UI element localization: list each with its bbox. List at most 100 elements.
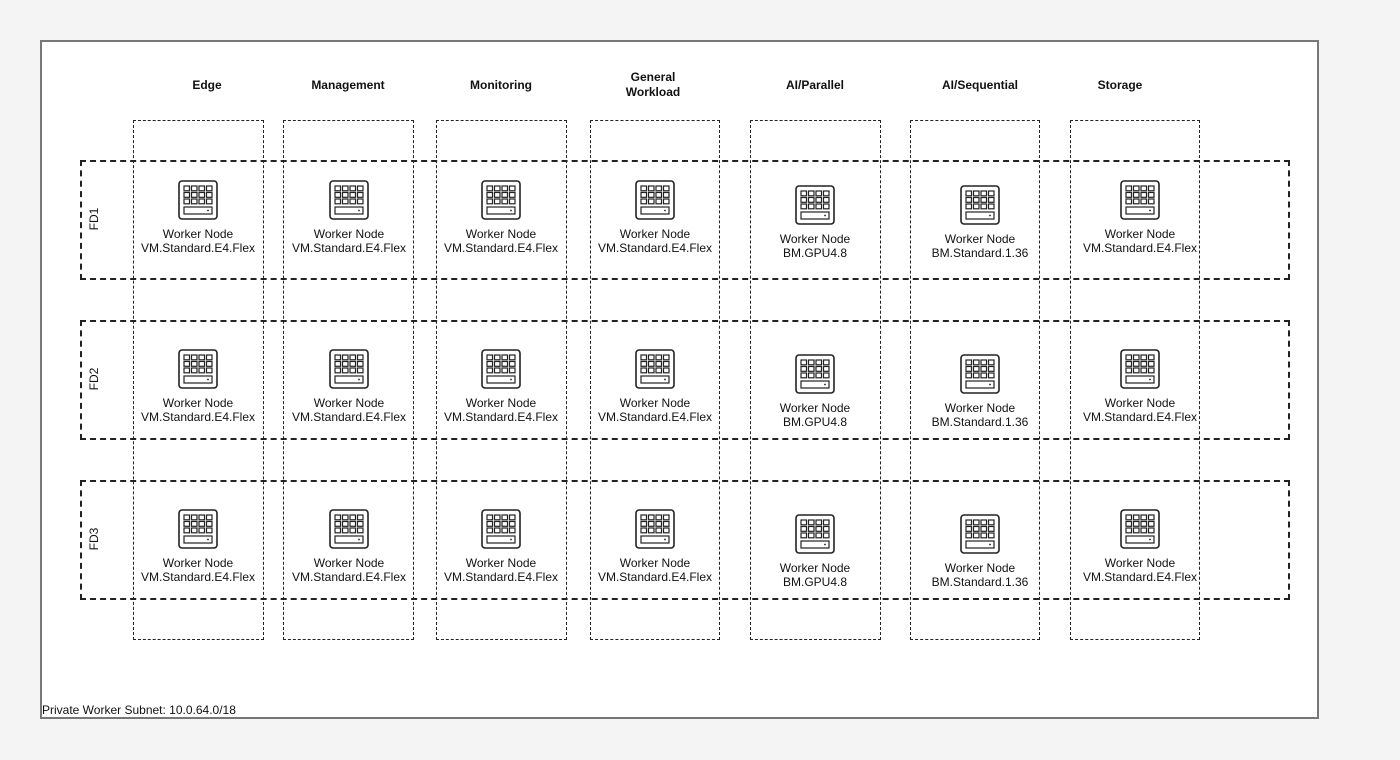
- server-icon: [481, 349, 521, 389]
- server-icon: [795, 185, 835, 225]
- fault-domain-label-fd1: FD1: [87, 207, 101, 231]
- column-header-general-workload-line-2: Workload: [625, 85, 681, 99]
- worker-node-title: Worker Node: [619, 227, 691, 241]
- worker-node-instance-type: VM.Standard.E4.Flex: [443, 570, 559, 584]
- server-icon: [635, 509, 675, 549]
- subnet-label: Private Worker Subnet: 10.0.64.0/18: [42, 703, 236, 717]
- fault-domain-label-fd3: FD3: [87, 527, 101, 551]
- server-icon: [960, 354, 1000, 394]
- worker-node-title: Worker Node: [779, 401, 851, 415]
- worker-node-instance-type: BM.GPU4.8: [782, 415, 848, 429]
- worker-node-title: Worker Node: [162, 556, 234, 570]
- column-header-ai-parallel: AI/Parallel: [785, 78, 845, 92]
- worker-node-instance-type: VM.Standard.E4.Flex: [140, 241, 256, 255]
- worker-node-instance-type: VM.Standard.E4.Flex: [597, 241, 713, 255]
- worker-node-title: Worker Node: [944, 232, 1016, 246]
- server-icon: [1120, 349, 1160, 389]
- column-header-edge: Edge: [192, 78, 222, 92]
- worker-node-instance-type: VM.Standard.E4.Flex: [291, 410, 407, 424]
- server-icon: [481, 180, 521, 220]
- server-icon: [329, 349, 369, 389]
- worker-node-instance-type: VM.Standard.E4.Flex: [1082, 241, 1198, 255]
- fault-domain-box-fd1: [80, 160, 1290, 280]
- column-box-general-workload: [590, 120, 720, 640]
- worker-node-instance-type: VM.Standard.E4.Flex: [443, 241, 559, 255]
- column-header-management: Management: [311, 78, 385, 92]
- worker-node-instance-type: BM.GPU4.8: [782, 575, 848, 589]
- server-icon: [795, 354, 835, 394]
- worker-node-title: Worker Node: [465, 227, 537, 241]
- server-icon: [481, 509, 521, 549]
- column-header-ai-sequential: AI/Sequential: [941, 78, 1018, 92]
- worker-node-title: Worker Node: [619, 396, 691, 410]
- worker-node-title: Worker Node: [1104, 396, 1176, 410]
- worker-node-title: Worker Node: [313, 556, 385, 570]
- column-box-edge: [133, 120, 264, 640]
- column-header-general-workload-line-1: General: [630, 70, 676, 84]
- worker-node-title: Worker Node: [313, 396, 385, 410]
- column-header-storage: Storage: [1097, 78, 1143, 92]
- worker-node-title: Worker Node: [162, 396, 234, 410]
- server-icon: [178, 349, 218, 389]
- server-icon: [635, 180, 675, 220]
- worker-node-title: Worker Node: [465, 396, 537, 410]
- worker-node-title: Worker Node: [1104, 227, 1176, 241]
- column-box-monitoring: [436, 120, 567, 640]
- worker-node-title: Worker Node: [779, 232, 851, 246]
- column-header-general-workload: General Workload: [573, 70, 733, 100]
- worker-node-instance-type: VM.Standard.E4.Flex: [597, 410, 713, 424]
- worker-node-instance-type: VM.Standard.E4.Flex: [140, 410, 256, 424]
- worker-node-instance-type: VM.Standard.E4.Flex: [291, 570, 407, 584]
- worker-node-instance-type: VM.Standard.E4.Flex: [443, 410, 559, 424]
- column-box-management: [283, 120, 414, 640]
- worker-node-title: Worker Node: [465, 556, 537, 570]
- worker-node-instance-type: BM.Standard.1.36: [931, 415, 1029, 429]
- worker-node-instance-type: VM.Standard.E4.Flex: [291, 241, 407, 255]
- server-icon: [960, 185, 1000, 225]
- worker-node-title: Worker Node: [779, 561, 851, 575]
- fault-domain-label-fd2: FD2: [87, 367, 101, 391]
- fault-domain-box-fd3: [80, 480, 1290, 600]
- worker-node-title: Worker Node: [944, 401, 1016, 415]
- server-icon: [1120, 509, 1160, 549]
- worker-node-instance-type: VM.Standard.E4.Flex: [597, 570, 713, 584]
- server-icon: [329, 180, 369, 220]
- column-box-storage: [1070, 120, 1200, 640]
- server-icon: [635, 349, 675, 389]
- worker-node-instance-type: BM.Standard.1.36: [931, 246, 1029, 260]
- column-box-ai-sequential: [910, 120, 1040, 640]
- worker-node-title: Worker Node: [313, 227, 385, 241]
- server-icon: [795, 514, 835, 554]
